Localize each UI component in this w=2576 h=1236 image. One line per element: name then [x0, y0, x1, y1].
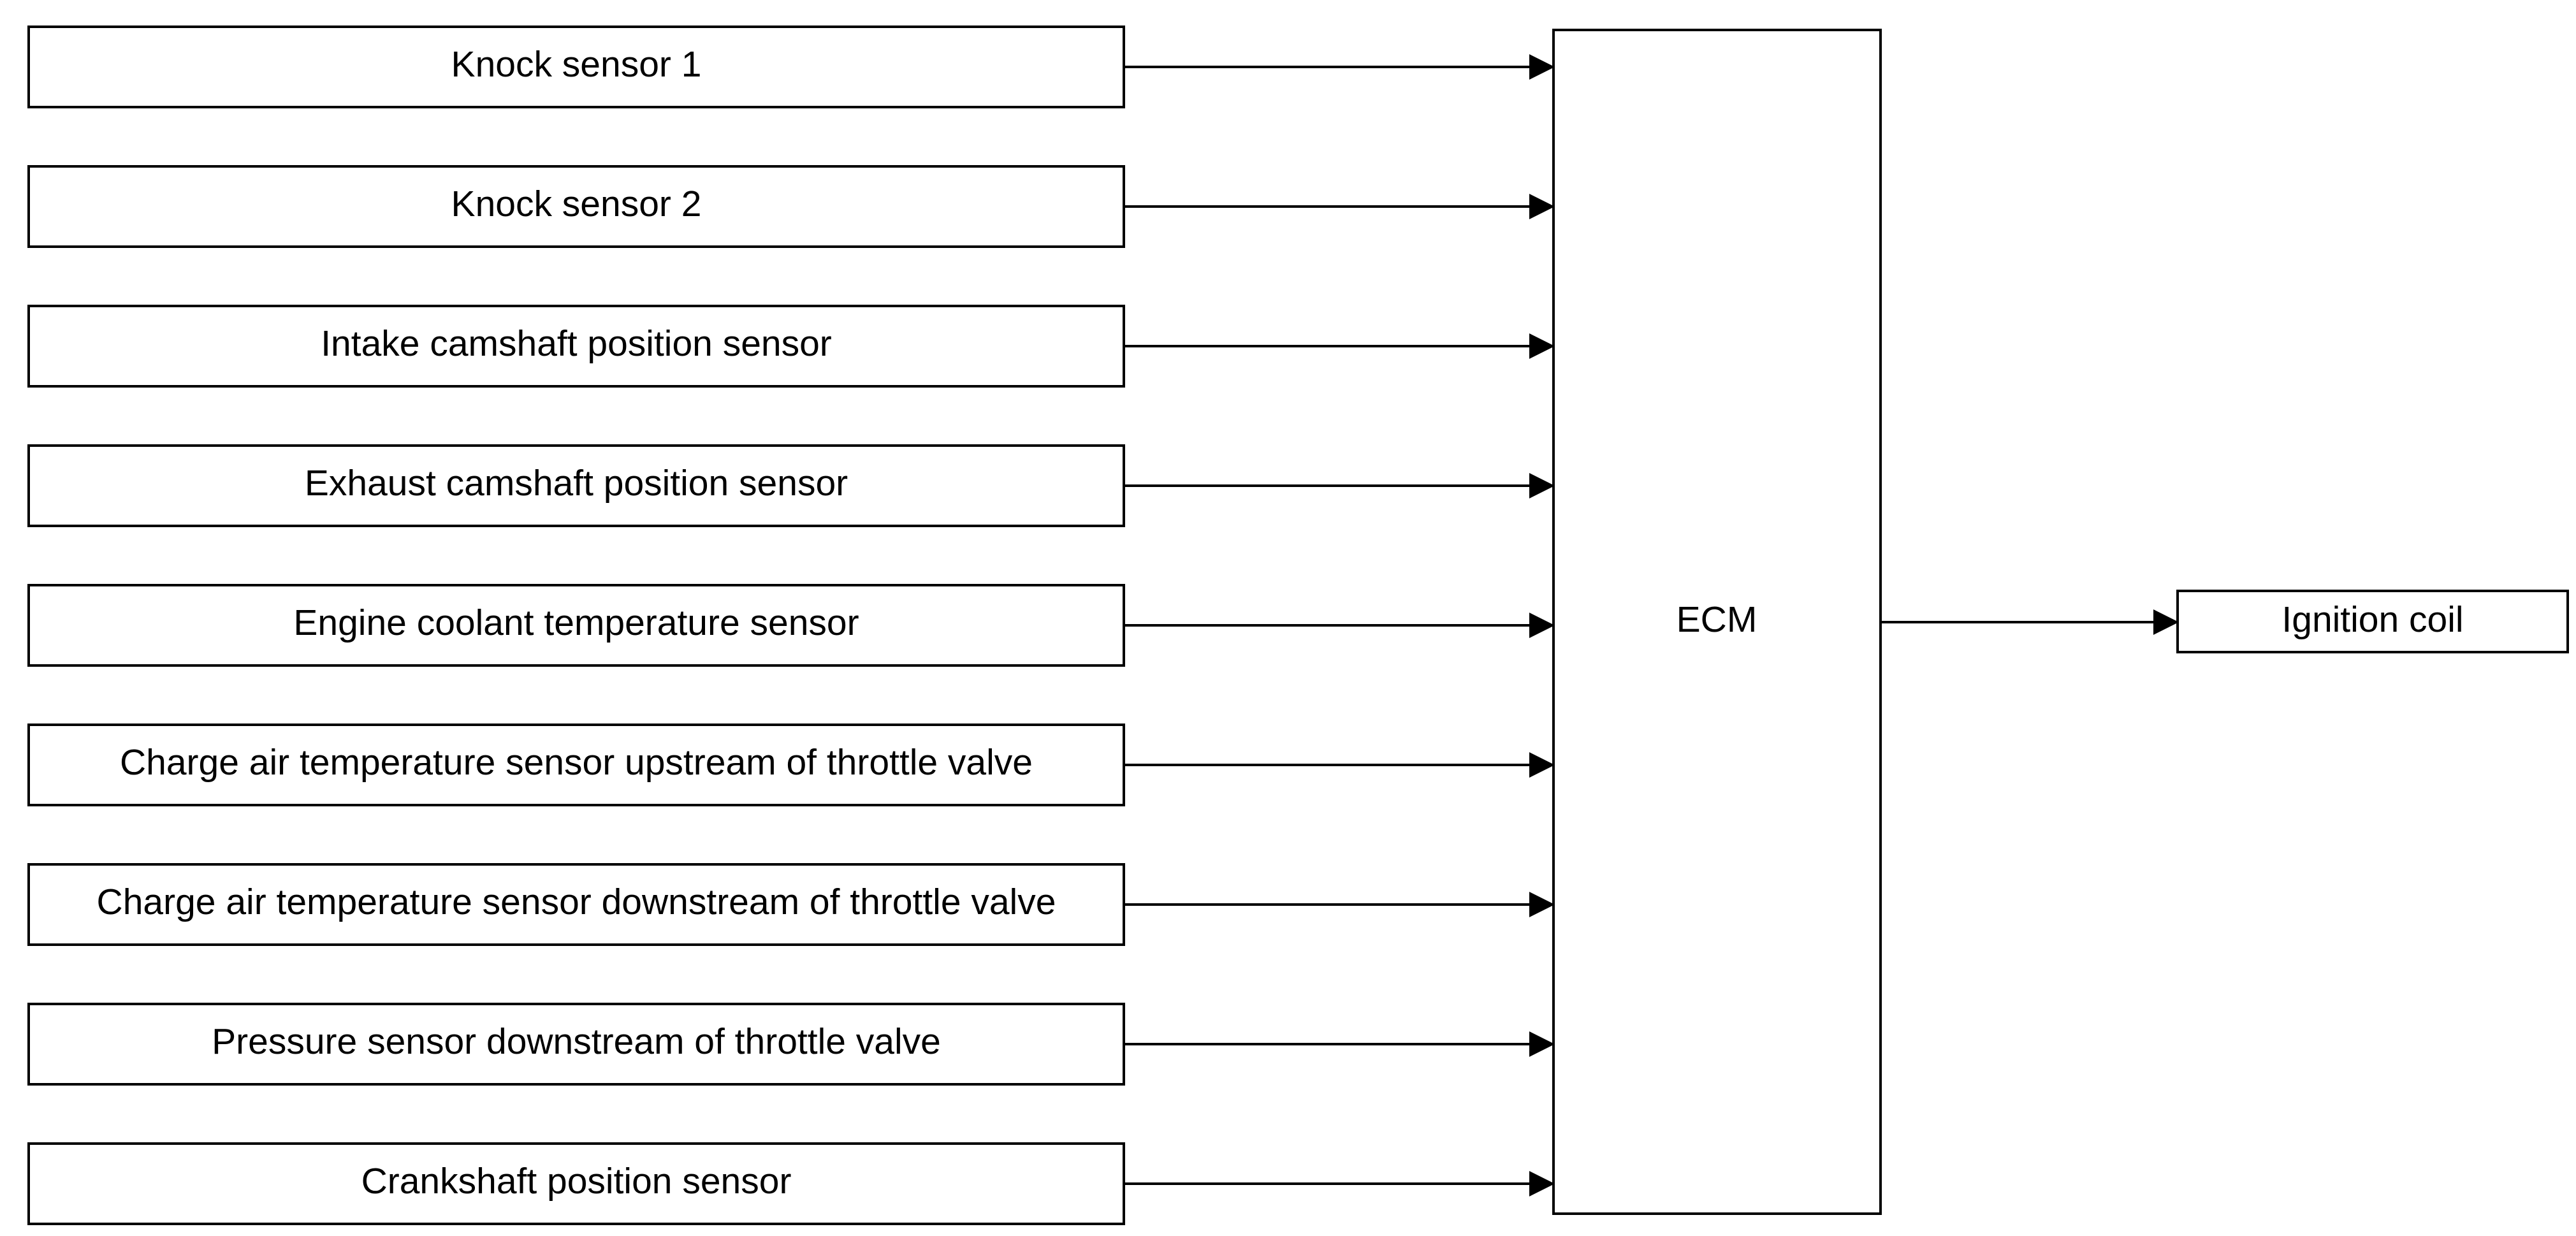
sensor-label: Exhaust camshaft position sensor	[305, 463, 848, 504]
sensor-label: Charge air temperature sensor upstream o…	[120, 742, 1033, 783]
sensor-box	[27, 863, 1125, 946]
ignition-coil-box	[2176, 590, 2569, 653]
ecm-box	[1552, 29, 1882, 1215]
ignition-coil-block: Ignition coil	[2176, 590, 2569, 653]
sensor-label: Knock sensor 1	[451, 44, 702, 85]
ecm-block: ECM	[1552, 29, 1882, 1215]
sensor-label: Engine coolant temperature sensor	[293, 602, 859, 643]
sensor-box	[27, 305, 1125, 388]
sensor-label: Intake camshaft position sensor	[321, 323, 832, 364]
sensor-box	[27, 25, 1125, 108]
sensor-box	[27, 723, 1125, 806]
sensor-label: Charge air temperature sensor downstream…	[97, 882, 1056, 922]
sensor-label: Crankshaft position sensor	[361, 1161, 792, 1202]
sensor-box	[27, 444, 1125, 527]
ecm-label: ECM	[1677, 599, 1757, 640]
sensor-box	[27, 584, 1125, 667]
sensor-box	[27, 1142, 1125, 1225]
sensor-label: Pressure sensor downstream of throttle v…	[212, 1021, 941, 1062]
sensor-box	[27, 165, 1125, 248]
sensor-label: Knock sensor 2	[451, 184, 702, 224]
ignition-coil-label: Ignition coil	[2281, 599, 2463, 640]
input-sensors: Knock sensor 1 Knock sensor 2 Intake camsh…	[27, 25, 1555, 1225]
